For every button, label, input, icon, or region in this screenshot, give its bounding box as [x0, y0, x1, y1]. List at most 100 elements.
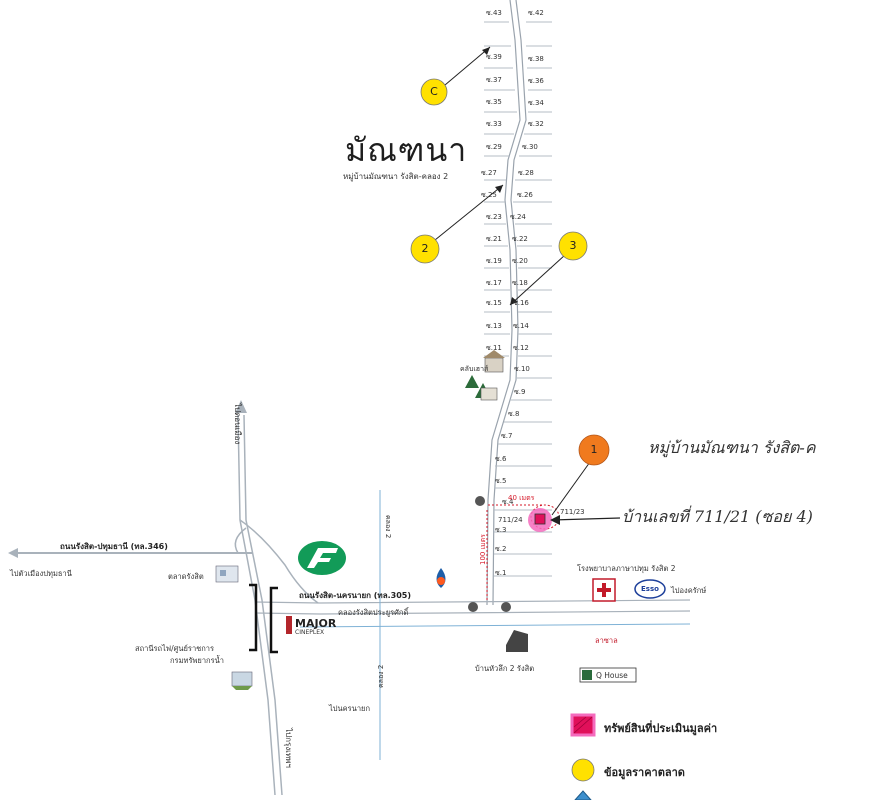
lot-label: ซ.23	[486, 213, 502, 221]
govt-building-icon	[231, 671, 253, 690]
f-logo-icon	[298, 541, 346, 575]
lot-label: ซ.2	[495, 545, 507, 553]
lot-label: ซ.18	[512, 279, 528, 287]
road-rangsit-pathum-label: ถนนรังสิต-ปทุมธานี (ทล.346)	[60, 542, 168, 551]
subject-property-marker	[528, 508, 552, 532]
lot-label: ซ.9	[514, 388, 526, 396]
village-note: หมู่บ้านมัณฑนา รังสิต-ค	[648, 438, 816, 457]
junction-icons	[468, 496, 511, 612]
village-subtitle: หมู่บ้านมัณฑนา รังสิต-คลอง 2	[343, 172, 449, 181]
lot-label: ซ.4	[502, 498, 514, 506]
marker-3-label: 3	[569, 239, 577, 252]
marker-2-label: 2	[421, 242, 429, 255]
legend-market-label: ข้อมูลราคาตลาด	[604, 766, 685, 779]
lot-label: ซ.15	[486, 299, 502, 307]
lot-label: ซ.8	[508, 410, 520, 418]
handwritten-arrow	[550, 515, 621, 525]
subject-address-left: 711/24	[498, 516, 523, 524]
lot-label: ซ.27	[481, 169, 497, 177]
house-icon	[506, 630, 528, 652]
clubhouse-icon	[465, 350, 505, 401]
esso-icon	[634, 579, 666, 599]
lot-label: ซ.37	[486, 76, 502, 84]
lot-label: ซ.6	[495, 455, 507, 463]
lot-label: ซ.3	[495, 526, 507, 534]
lot-label: ซ.11	[486, 344, 502, 352]
lot-label: ซ.43	[486, 9, 502, 17]
lot-label: ซ.12	[513, 344, 529, 352]
major-sub-label: CINEPLEX	[295, 629, 325, 636]
major-label: MAJOR	[295, 617, 337, 630]
village-main-road	[486, 0, 527, 606]
lot-label: ซ.36	[528, 77, 544, 85]
qhouse-icon	[579, 667, 637, 683]
to-ongkharak-label: ไปองครักษ์	[671, 586, 707, 595]
market-icon	[215, 565, 239, 583]
lot-label: ซ.33	[486, 120, 502, 128]
lot-label: ซ.29	[486, 143, 502, 151]
market-label: ตลาดรังสิต	[168, 572, 204, 581]
road-rangsit-nakhon	[254, 599, 691, 615]
esso-label: Esso	[641, 585, 659, 593]
lot-label: ซ.34	[528, 99, 544, 107]
clubhouse-label: คลับเฮาส์	[460, 365, 489, 373]
lot-label: ซ.22	[512, 235, 528, 243]
arrow-top-highway	[235, 400, 247, 413]
qhouse-label: Q House	[596, 671, 628, 680]
marker-c-label: C	[430, 85, 438, 98]
marker-1	[551, 434, 610, 516]
hospital-icon	[592, 578, 616, 602]
marker-1-label: 1	[590, 443, 598, 456]
distance-top-label: 40 เมตร	[508, 494, 535, 502]
lot-label: ซ.20	[512, 257, 528, 265]
kasikorn-label: ลาซาล	[595, 636, 618, 645]
lot-label: ซ.35	[486, 98, 502, 106]
lot-label: ซ.5	[495, 477, 507, 485]
lot-label: ซ.1	[495, 569, 507, 577]
lot-label: ซ.30	[522, 143, 538, 151]
village-title: มัณฑนา	[345, 131, 468, 169]
marker-2	[410, 184, 504, 264]
to-pathum-label: ไปตัวเมืองปทุมธานี	[10, 569, 72, 578]
klong2-bottom-label: คลอง 2	[377, 664, 385, 688]
to-bangkok-label: ไปกรุงเทพฯ	[284, 728, 293, 768]
lot-label: ซ.7	[501, 432, 513, 440]
lot-label: ซ.13	[486, 322, 502, 330]
major-logo-icon	[286, 616, 292, 634]
marker-c	[420, 46, 491, 106]
lot-label: ซ.26	[517, 191, 533, 199]
lot-label: ซ.42	[528, 9, 544, 17]
school-label: โรงพยาบาลภาษาปทุม รังสิต 2	[577, 564, 676, 573]
lot-label: ซ.16	[513, 299, 529, 307]
lot-label: ซ.28	[518, 169, 534, 177]
to-nakhon-label: ไปนครนายก	[329, 704, 370, 713]
canal-line	[299, 623, 691, 628]
govt-label: สถานีรถไฟ/ศูนย์ราชการ	[135, 644, 215, 653]
lot-label: ซ.21	[486, 235, 502, 243]
govt-sub-label: กรมทรัพยากรน้ำ	[170, 656, 224, 665]
distance-side-label: 100 เมตร	[479, 534, 487, 565]
lot-label: ซ.25	[481, 191, 497, 199]
road-rangsit-nakhon-label: ถนนรังสิต-นครนายก (ทล.305)	[299, 591, 412, 600]
house-note: บ้านเลขที่ 711/21 (ซอย 4)	[622, 507, 813, 526]
interchange-bracket	[249, 583, 278, 654]
klong2-top-label: คลอง 2	[384, 515, 392, 539]
village-house-label: บ้านหัวลึก 2 รังสิต	[475, 664, 535, 673]
canal-label: คลองรังสิตประยูรศักดิ์	[338, 608, 409, 617]
lot-label: ซ.32	[528, 120, 544, 128]
lot-label: ซ.39	[486, 53, 502, 61]
lot-label: ซ.38	[528, 55, 544, 63]
marker-3	[509, 231, 588, 306]
lot-label: ซ.24	[510, 213, 526, 221]
lot-label: ซ.10	[514, 365, 530, 373]
ptt-icon	[436, 568, 446, 588]
subject-address: 711/23	[560, 508, 585, 516]
road-highway	[234, 414, 319, 796]
legend-subject-label: ทรัพย์สินที่ประเมินมูลค่า	[604, 722, 718, 735]
lot-label: ซ.19	[486, 257, 502, 265]
lot-label: ซ.17	[486, 279, 502, 287]
road-rangsit-pathum	[8, 548, 252, 558]
to-donmuang-label: ไปดอนเมือง	[233, 403, 242, 445]
legend-symbols	[570, 713, 596, 800]
